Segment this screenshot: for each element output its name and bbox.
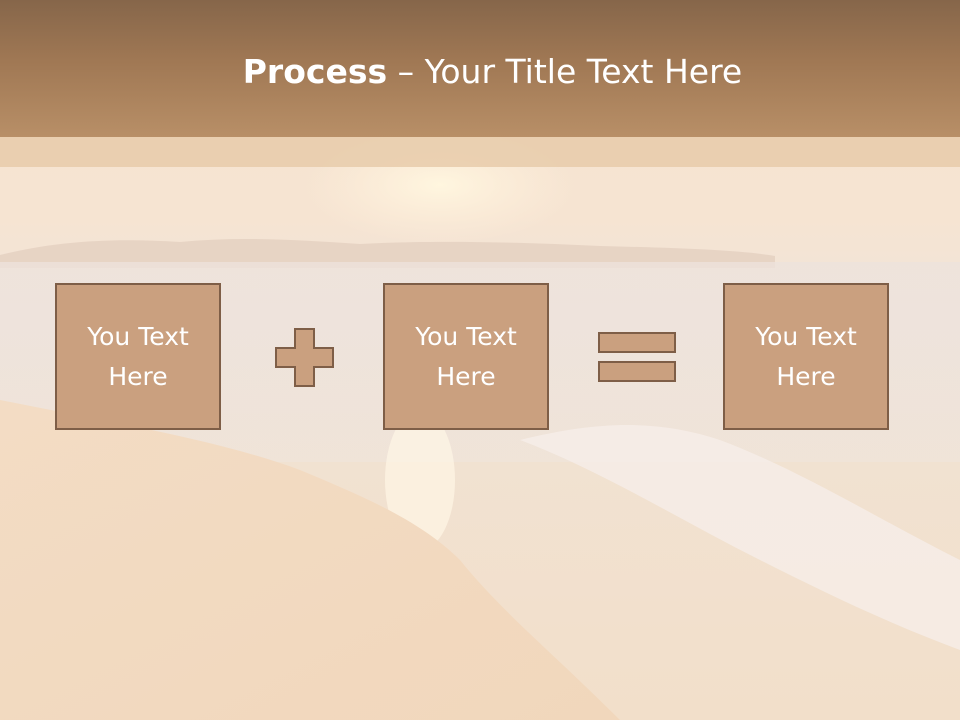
header-bar (0, 0, 960, 137)
title-rest: – Your Title Text Here (387, 52, 743, 91)
slide-title: Process – Your Title Text Here (0, 52, 960, 91)
process-box-1[interactable]: You Text Here (55, 283, 221, 430)
process-box-3[interactable]: You Text Here (723, 283, 889, 430)
title-bold: Process (242, 52, 388, 91)
plus-icon (275, 328, 334, 387)
equals-icon (598, 332, 676, 382)
process-box-2[interactable]: You Text Here (383, 283, 549, 430)
header-accent-band (0, 137, 960, 167)
